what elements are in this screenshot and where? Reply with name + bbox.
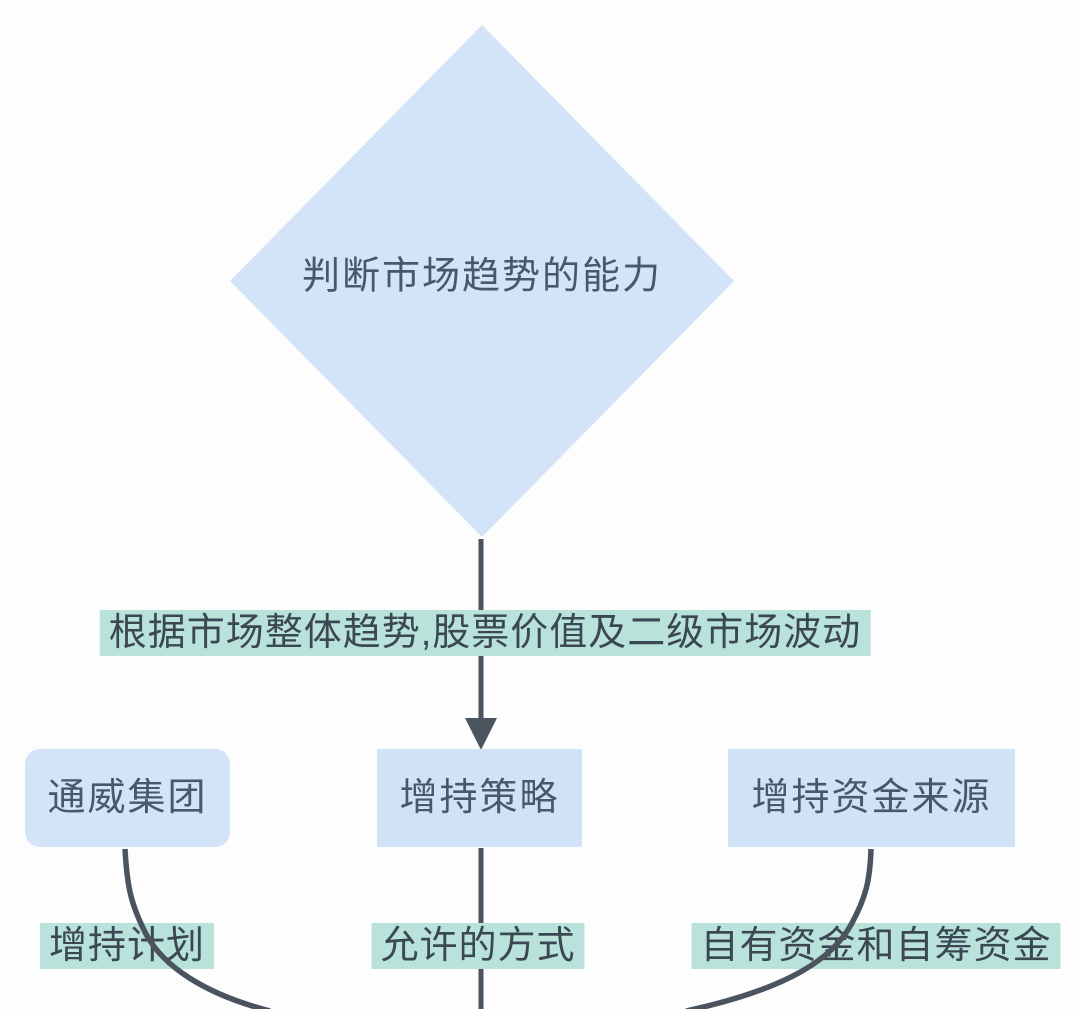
- label-own-and-raised-funds: 自有资金和自筹资金: [691, 923, 1061, 969]
- node-tongwei-group: 通威集团: [25, 749, 230, 847]
- diamond-label: 判断市场趋势的能力: [301, 255, 663, 298]
- node-fund-source: 增持资金来源: [728, 749, 1015, 847]
- label-increase-plan: 增持计划: [39, 923, 215, 969]
- node-increase-strategy: 增持策略: [377, 749, 582, 847]
- arrow-edge-label: 根据市场整体趋势,股票价值及二级市场波动: [99, 610, 871, 656]
- label-permitted-methods: 允许的方式: [371, 923, 585, 969]
- main-arrowhead-icon: [465, 718, 497, 750]
